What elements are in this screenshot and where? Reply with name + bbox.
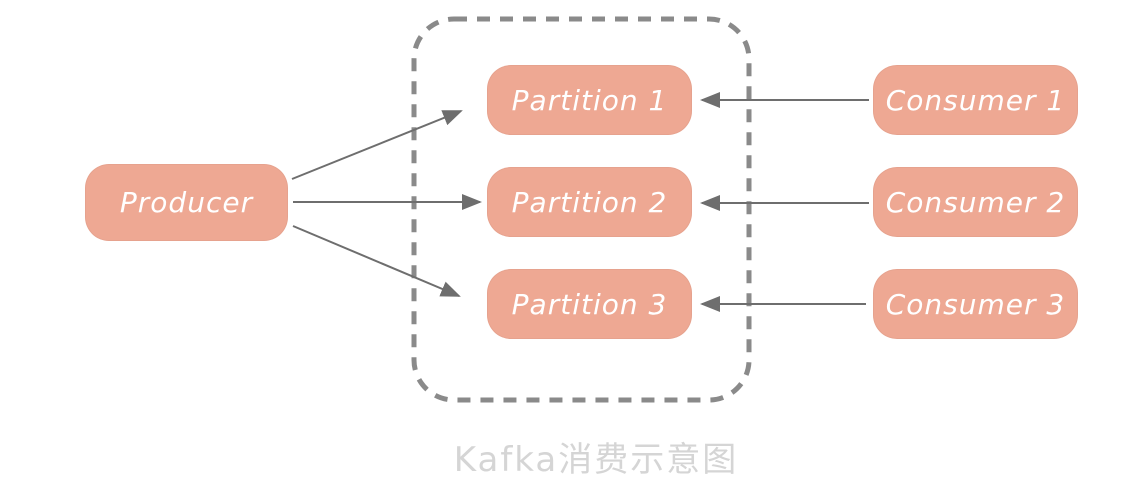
consumer-2-node: Consumer 2: [873, 167, 1078, 237]
consumer-1-node: Consumer 1: [873, 65, 1078, 135]
producer-node: Producer: [85, 164, 288, 241]
consumer-3-label: Consumer 3: [885, 287, 1066, 321]
consumer-1-label: Consumer 1: [885, 83, 1066, 117]
partition-1-label: Partition 1: [511, 83, 668, 117]
arrow-producer-to-partition-1: [291, 110, 463, 180]
partition-3-node: Partition 3: [487, 269, 692, 339]
consumer-2-label: Consumer 2: [885, 185, 1066, 219]
arrow-producer-to-partition-3: [292, 225, 461, 297]
diagram-caption: Kafka消费示意图: [453, 440, 739, 480]
partition-2-node: Partition 2: [487, 167, 692, 237]
partition-3-label: Partition 3: [511, 287, 668, 321]
producer-label: Producer: [119, 186, 254, 219]
consumer-3-node: Consumer 3: [873, 269, 1078, 339]
partition-2-label: Partition 2: [511, 185, 668, 219]
partition-1-node: Partition 1: [487, 65, 692, 135]
